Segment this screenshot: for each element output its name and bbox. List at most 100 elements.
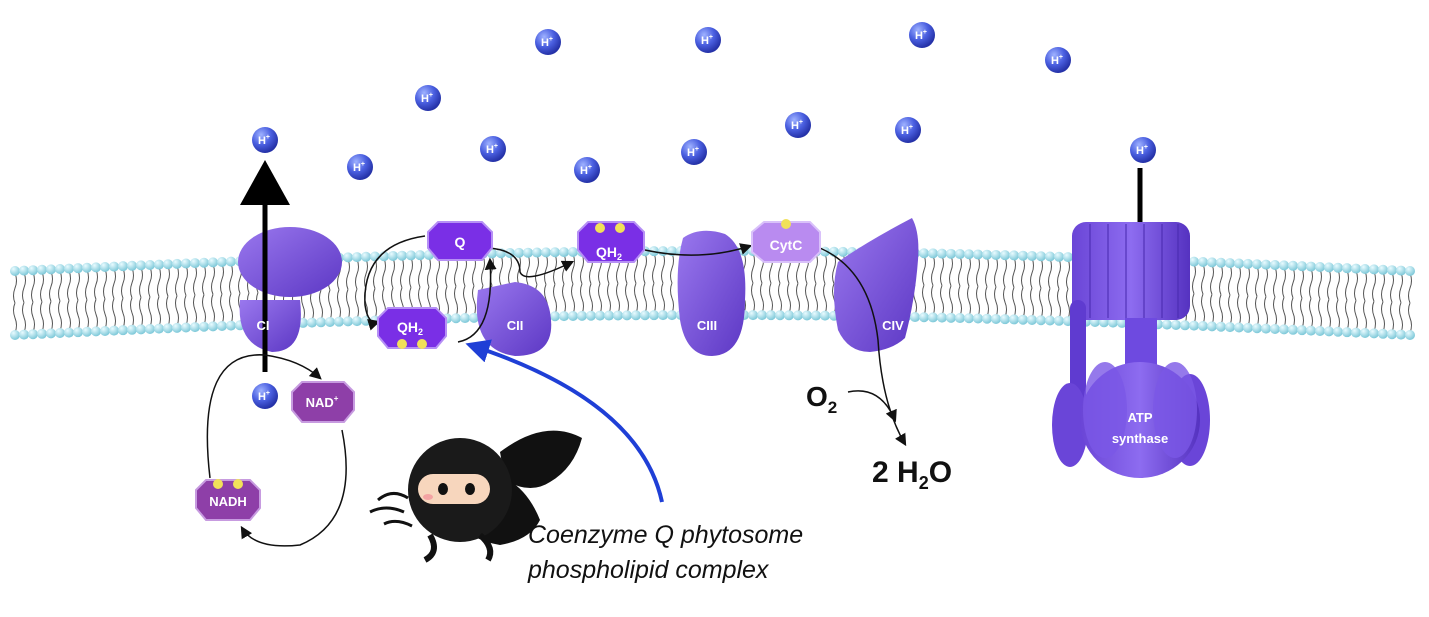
phospholipid-head bbox=[163, 259, 173, 270]
phospholipid-head bbox=[1225, 258, 1235, 269]
phospholipid-head bbox=[1378, 264, 1388, 275]
carrier-qh2-upper-label: QH2 bbox=[596, 244, 622, 262]
proton-icon: H+ bbox=[252, 383, 278, 409]
phospholipid-head bbox=[469, 312, 479, 323]
phospholipid-head bbox=[352, 316, 362, 327]
phospholipid-head bbox=[1387, 329, 1397, 340]
phospholipid-head bbox=[991, 249, 1001, 260]
phospholipid-head bbox=[100, 261, 110, 272]
phospholipid-head bbox=[451, 313, 461, 324]
phospholipid-head bbox=[109, 325, 119, 336]
phospholipid-head bbox=[775, 310, 785, 321]
phospholipid-head bbox=[1045, 251, 1055, 262]
carrier-cytc: CytC bbox=[751, 219, 821, 263]
complex-i-label: CI bbox=[257, 318, 270, 333]
phospholipid-head bbox=[667, 310, 677, 321]
phospholipid-head bbox=[550, 247, 560, 258]
phospholipid-head bbox=[532, 247, 542, 258]
phospholipid-head bbox=[811, 310, 821, 321]
phospholipid-head bbox=[577, 310, 587, 321]
phospholipid-head bbox=[208, 321, 218, 332]
phospholipid-head bbox=[64, 327, 74, 338]
phospholipid-head bbox=[973, 249, 983, 260]
phospholipid-head bbox=[172, 258, 182, 269]
atp-synthase: ATP synthase bbox=[1052, 168, 1210, 478]
phospholipid-head bbox=[1018, 250, 1028, 261]
phospholipid-head bbox=[73, 263, 83, 274]
phospholipid-head bbox=[1315, 261, 1325, 272]
phospholipid-head bbox=[595, 310, 605, 321]
proton-label: H+ bbox=[701, 34, 713, 47]
phospholipid-head bbox=[928, 312, 938, 323]
phospholipid-head bbox=[307, 317, 317, 328]
proton-label: H+ bbox=[486, 143, 498, 156]
phospholipid-head bbox=[1396, 265, 1406, 276]
phospholipid-head bbox=[145, 324, 155, 335]
phospholipid-head bbox=[1027, 314, 1037, 325]
phospholipid-head bbox=[946, 248, 956, 259]
carrier-qh2-lower: QH2 bbox=[377, 307, 447, 349]
carrier-qh2-lower-label: QH2 bbox=[397, 319, 423, 337]
phospholipid-head bbox=[928, 248, 938, 259]
proton-label: H+ bbox=[1051, 54, 1063, 67]
phospholipid-head bbox=[343, 252, 353, 263]
phospholipid-head bbox=[316, 317, 326, 328]
phospholipid-head bbox=[208, 257, 218, 268]
phospholipid-head bbox=[964, 313, 974, 324]
phospholipid-head bbox=[1171, 319, 1181, 330]
carrier-q-label: Q bbox=[455, 234, 466, 250]
complex-iv: CIV bbox=[834, 218, 919, 352]
phospholipid-head bbox=[1207, 257, 1217, 268]
phospholipid-head bbox=[1288, 324, 1298, 335]
phospholipid-head bbox=[127, 324, 137, 335]
phospholipid-head bbox=[406, 250, 416, 261]
phospholipid-head bbox=[1216, 257, 1226, 268]
phospholipid-head bbox=[163, 323, 173, 334]
phospholipid-head bbox=[1252, 323, 1262, 334]
proton-label: H+ bbox=[421, 92, 433, 105]
phospholipid-head bbox=[1342, 263, 1352, 274]
phospholipid-head bbox=[82, 326, 92, 337]
phospholipid-head bbox=[64, 263, 74, 274]
phospholipid-head bbox=[28, 265, 38, 276]
phospholipid-head bbox=[127, 260, 137, 271]
phospholipid-head bbox=[793, 310, 803, 321]
phospholipid-head bbox=[397, 250, 407, 261]
carrier-nadh-label: NADH bbox=[209, 494, 247, 509]
phospholipid-head bbox=[1252, 259, 1262, 270]
electron-icon bbox=[615, 223, 625, 233]
phospholipid-head bbox=[568, 246, 578, 257]
phospholipid-head bbox=[640, 310, 650, 321]
phospholipid-head bbox=[109, 261, 119, 272]
phospholipid-head bbox=[973, 313, 983, 324]
electron-icon bbox=[417, 339, 427, 349]
proton-icon: H+ bbox=[909, 22, 935, 48]
phospholipid-head bbox=[919, 312, 929, 323]
phospholipid-head bbox=[217, 257, 227, 268]
proton-label: H+ bbox=[687, 146, 699, 159]
phospholipid-head bbox=[937, 312, 947, 323]
phospholipid-head bbox=[550, 311, 560, 322]
carrier-cytc-label: CytC bbox=[770, 237, 803, 253]
phospholipid-head bbox=[154, 259, 164, 270]
phospholipid-head bbox=[1225, 322, 1235, 333]
proton-label: H+ bbox=[258, 390, 270, 403]
phospholipid-head bbox=[1198, 257, 1208, 268]
phospholipid-head bbox=[388, 250, 398, 261]
phospholipid-head bbox=[514, 247, 524, 258]
phospholipid-head bbox=[649, 310, 659, 321]
proton-icon: H+ bbox=[347, 154, 373, 180]
phospholipid-head bbox=[28, 329, 38, 340]
proton-icon: H+ bbox=[252, 127, 278, 153]
phospholipid-head bbox=[1036, 251, 1046, 262]
phospholipid-head bbox=[10, 330, 20, 340]
phospholipid-head bbox=[1306, 325, 1316, 336]
proton-pump-arrow-icon bbox=[240, 160, 290, 205]
phospholipid-head bbox=[910, 312, 920, 323]
proton-label: H+ bbox=[580, 164, 592, 177]
complex-iii: CIII bbox=[677, 230, 746, 356]
phospholipid-head bbox=[46, 328, 56, 339]
electron-icon bbox=[595, 223, 605, 233]
electron-icon bbox=[233, 479, 243, 489]
